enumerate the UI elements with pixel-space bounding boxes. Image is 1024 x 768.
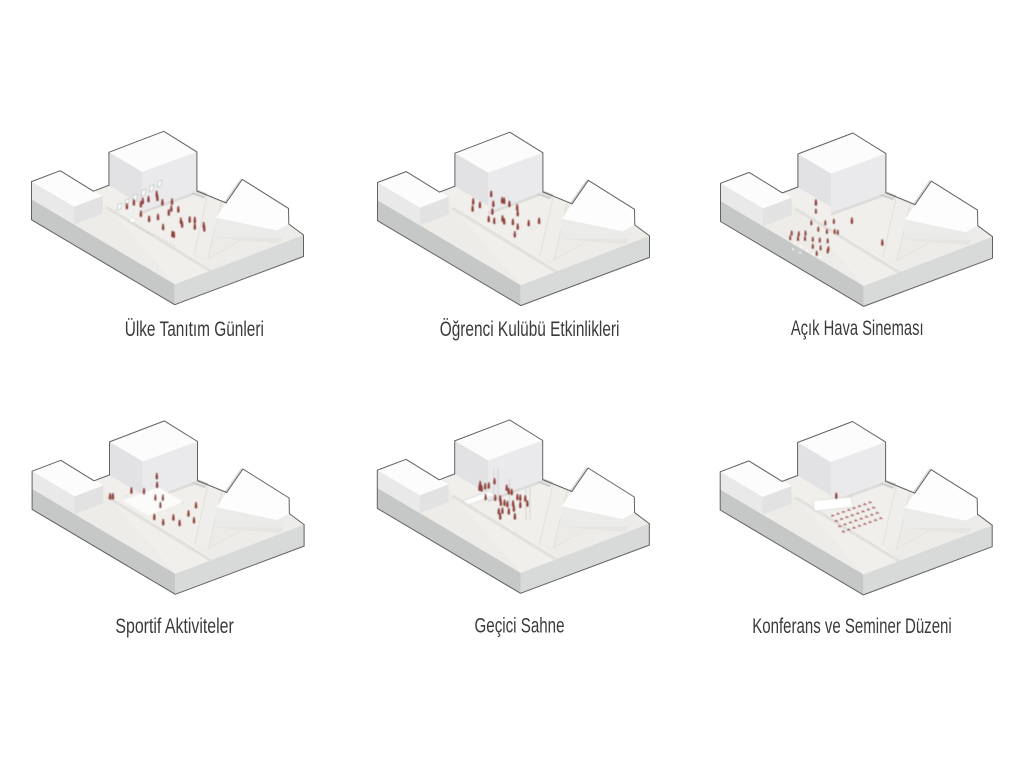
svg-text:Açık Hava Sineması: Açık Hava Sineması [791, 315, 924, 339]
svg-text:Ülke Tanıtım Günleri: Ülke Tanıtım Günleri [125, 316, 264, 340]
svg-text:Geçici Sahne: Geçici Sahne [475, 613, 565, 637]
svg-text:Öğrenci Kulübü Etkinlikleri: Öğrenci Kulübü Etkinlikleri [440, 316, 620, 340]
svg-text:Konferans ve Seminer Düzeni: Konferans ve Seminer Düzeni [752, 613, 951, 637]
svg-text:Sportif Aktiviteler: Sportif Aktiviteler [115, 615, 233, 639]
